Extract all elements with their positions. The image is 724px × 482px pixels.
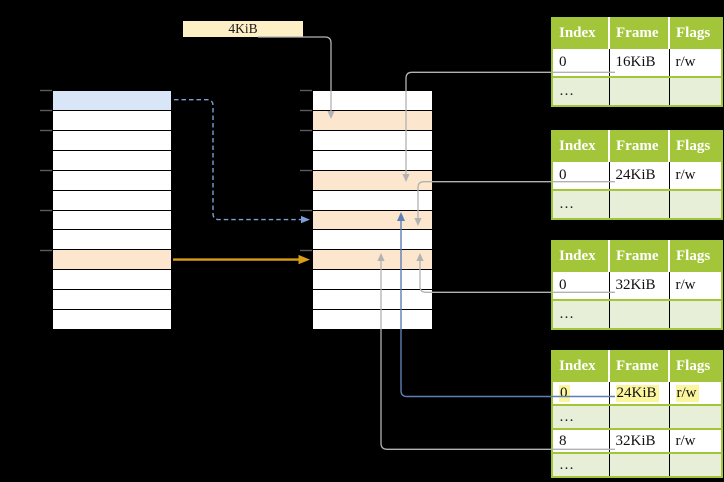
pt4-header-index: Index bbox=[552, 351, 609, 381]
pt4-cell-r2c2: r/w bbox=[668, 428, 722, 453]
pt4-cell-r0c2: r/w bbox=[668, 380, 722, 405]
virtual-mem-row-11 bbox=[53, 310, 171, 330]
pt2-cell-r0c2: r/w bbox=[668, 160, 722, 190]
virtual-mem-row-9 bbox=[53, 270, 171, 291]
pt3-cell-r1c0: … bbox=[552, 299, 609, 329]
physical-memory-column bbox=[312, 90, 433, 330]
pt1-cell-r0c2: r/w bbox=[668, 47, 722, 77]
pt2-cell-r1c2 bbox=[668, 189, 722, 219]
virtual-memory-column bbox=[52, 90, 172, 330]
physical-mem-row-0 bbox=[313, 91, 432, 111]
pt1-header-index: Index bbox=[552, 18, 609, 48]
pt4-header-frame: Frame bbox=[608, 351, 669, 381]
pt1-cell-r0c1: 16KiB bbox=[608, 47, 669, 77]
pt4-cell-r1c0: … bbox=[552, 404, 609, 429]
pt2-header-index: Index bbox=[552, 131, 609, 161]
physical-mem-row-9 bbox=[313, 270, 432, 291]
virtual-mem-row-6 bbox=[53, 210, 171, 231]
pt4-cell-r3c0: … bbox=[552, 452, 609, 477]
pt1-cell-r1c0: … bbox=[552, 76, 609, 106]
physical-mem-row-3 bbox=[313, 150, 432, 171]
pt4-header-flags: Flags bbox=[668, 351, 722, 381]
pt2-row-1: … bbox=[552, 189, 722, 219]
pt1-row-1: … bbox=[552, 76, 722, 106]
pt1-cell-r0c0: 0 bbox=[552, 47, 609, 77]
virtual-mem-row-7 bbox=[53, 230, 171, 251]
physical-mem-row-10 bbox=[313, 290, 432, 311]
physical-mem-row-4 bbox=[313, 170, 432, 191]
virtual-mem-row-5 bbox=[53, 190, 171, 211]
pt3-header-index: Index bbox=[552, 241, 609, 271]
pt4-cell-r2c0: 8 bbox=[552, 428, 609, 453]
pt4-cell-r1c1 bbox=[608, 404, 669, 429]
pt4-cell-r3c1 bbox=[608, 452, 669, 477]
connector-virtual-dashed-line bbox=[174, 99, 301, 221]
pt3-header-frame: Frame bbox=[608, 241, 669, 271]
size-label-text: 4KiB bbox=[228, 21, 258, 36]
pt4-row-1: … bbox=[552, 404, 722, 429]
pt2-cell-r1c0: … bbox=[552, 189, 609, 219]
pt4-cell-r1c2 bbox=[668, 404, 722, 429]
pt3-cell-r0c2: r/w bbox=[668, 270, 722, 300]
pt3-cell-r0c1: 32KiB bbox=[608, 270, 669, 300]
pt1-header-flags: Flags bbox=[668, 18, 722, 48]
pt4-cell-r0c0: 0 bbox=[552, 380, 609, 405]
physical-mem-row-11 bbox=[313, 310, 432, 330]
virtual-mem-row-2 bbox=[53, 130, 171, 151]
virtual-mem-row-3 bbox=[53, 150, 171, 171]
pt4-cell-r2c1: 32KiB bbox=[608, 428, 669, 453]
virtual-mem-row-8 bbox=[53, 250, 171, 271]
connector-virtual-dashed-arrowhead bbox=[301, 215, 310, 224]
virtual-mem-row-0 bbox=[53, 91, 171, 111]
pt3-cell-r1c2 bbox=[668, 299, 722, 329]
pt4-row-3: … bbox=[552, 452, 722, 477]
pt2-cell-r0c0: 0 bbox=[552, 160, 609, 190]
pt1-cell-r1c1 bbox=[608, 76, 669, 106]
virtual-mem-row-1 bbox=[53, 110, 171, 131]
physical-mem-row-8 bbox=[313, 250, 432, 271]
pt2-cell-r0c1: 24KiB bbox=[608, 160, 669, 190]
pt3-header-flags: Flags bbox=[668, 241, 722, 271]
pt3-row-1: … bbox=[552, 299, 722, 329]
size-label-box: 4KiB bbox=[183, 21, 303, 37]
pt4-cell-r3c2 bbox=[668, 452, 722, 477]
virtual-mem-row-4 bbox=[53, 170, 171, 191]
pt2-header-flags: Flags bbox=[668, 131, 722, 161]
pt3-cell-r1c1 bbox=[608, 299, 669, 329]
virtual-mem-row-10 bbox=[53, 290, 171, 311]
physical-mem-row-1 bbox=[313, 110, 432, 131]
pt2-header-frame: Frame bbox=[608, 131, 669, 161]
connector-virtual-orange-arrowhead bbox=[298, 254, 310, 265]
pt1-header-frame: Frame bbox=[608, 18, 669, 48]
physical-mem-row-7 bbox=[313, 230, 432, 251]
physical-mem-row-5 bbox=[313, 190, 432, 211]
pt2-cell-r1c1 bbox=[608, 189, 669, 219]
pt1-cell-r1c2 bbox=[668, 76, 722, 106]
pt4-cell-r0c1: 24KiB bbox=[608, 380, 669, 405]
pt3-cell-r0c0: 0 bbox=[552, 270, 609, 300]
physical-mem-row-2 bbox=[313, 130, 432, 151]
physical-mem-row-6 bbox=[313, 210, 432, 231]
